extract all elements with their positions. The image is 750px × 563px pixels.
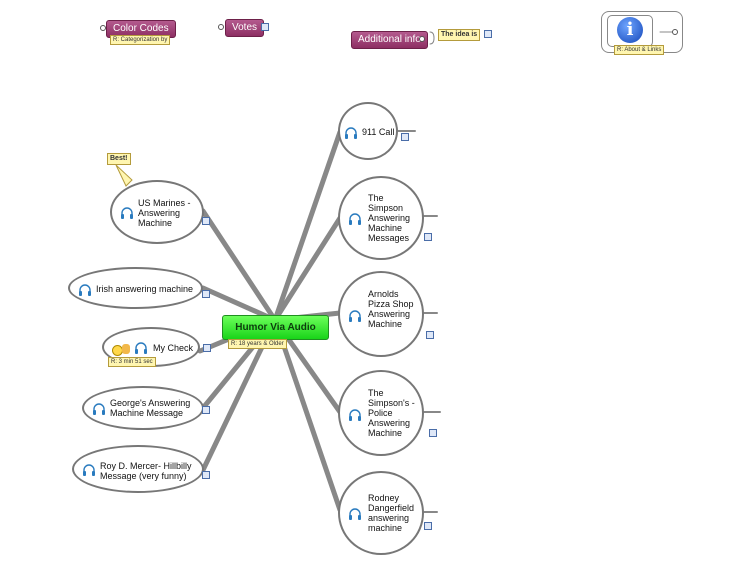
expand-icon[interactable]	[419, 36, 425, 42]
about-inner: i	[607, 15, 653, 47]
about-links-tag: R: About & Links	[614, 45, 665, 55]
right-node-rodney-dangerfield[interactable]: Rodney Dangerfield answering machine	[338, 471, 424, 555]
left-node-george[interactable]: George's Answering Machine Message	[82, 386, 204, 430]
document-link-icon[interactable]	[202, 290, 210, 298]
duration-tag: R: 3 min 51 sec	[108, 357, 156, 367]
node-label: George's Answering Machine Message	[110, 398, 191, 418]
link-right-5	[272, 317, 343, 513]
document-link-icon[interactable]	[202, 406, 210, 414]
headphones-icon	[345, 127, 357, 139]
right-node-simpson-messages[interactable]: The Simpson Answering Machine Messages	[338, 176, 424, 260]
votes-button[interactable]: Votes	[225, 19, 265, 37]
link-left-2	[200, 285, 278, 323]
idea-is-note: The idea is	[438, 29, 481, 41]
expand-icon[interactable]	[672, 29, 678, 35]
headphones-icon	[349, 409, 361, 421]
right-node-simpson-police[interactable]: The Simpson's - Police Answering Machine	[338, 370, 424, 456]
node-label: Rodney Dangerfield answering machine	[368, 493, 415, 533]
info-icon[interactable]: i	[617, 17, 643, 43]
document-link-icon[interactable]	[202, 471, 210, 479]
node-label: Irish answering machine	[96, 284, 194, 294]
link-left-1	[200, 208, 278, 323]
document-link-icon[interactable]	[202, 217, 210, 225]
node-label: US Marines - Answering Machine	[138, 198, 191, 228]
headphones-icon	[349, 310, 361, 322]
right-node-arnolds-pizza[interactable]: Arnolds Pizza Shop Answering Machine	[338, 271, 424, 357]
left-node-roy-mercer[interactable]: Roy D. Mercer- Hillbilly Message (very f…	[72, 445, 204, 493]
headphones-icon	[121, 207, 133, 219]
document-link-icon[interactable]	[401, 133, 409, 141]
thumbs-up-icon	[122, 344, 130, 354]
expand-icon[interactable]	[100, 25, 106, 31]
node-label: The Simpson Answering Machine Messages	[368, 193, 411, 243]
left-node-irish[interactable]: Irish answering machine	[68, 267, 203, 309]
document-link-icon[interactable]	[424, 233, 432, 241]
headphones-icon	[349, 213, 361, 225]
headphones-icon	[79, 284, 91, 296]
additional-info-button[interactable]: Additional info	[351, 31, 428, 49]
headphones-icon	[349, 508, 361, 520]
document-link-icon[interactable]	[429, 429, 437, 437]
document-link-icon[interactable]	[484, 30, 492, 38]
expand-icon[interactable]	[218, 24, 224, 30]
document-link-icon[interactable]	[203, 344, 211, 352]
node-label: My Check	[153, 343, 194, 353]
document-link-icon[interactable]	[426, 331, 434, 339]
categorization-tag: R: Categorization by	[110, 35, 171, 45]
node-label: 911 Call	[362, 127, 395, 137]
document-link-icon[interactable]	[261, 23, 269, 31]
age-tag: R: 18 years & Older	[228, 339, 287, 349]
link-right-1	[272, 129, 343, 323]
headphones-icon	[83, 464, 95, 476]
central-topic[interactable]: Humor Via Audio	[222, 315, 329, 340]
node-label: The Simpson's - Police Answering Machine	[368, 388, 415, 438]
right-node-911-call[interactable]: 911 Call	[338, 102, 398, 160]
document-link-icon[interactable]	[424, 522, 432, 530]
best-callout: Best!	[107, 153, 131, 165]
left-node-us-marines[interactable]: US Marines - Answering Machine	[110, 180, 204, 244]
headphones-icon	[93, 403, 105, 415]
link-right-2	[272, 215, 343, 323]
node-label: Roy D. Mercer- Hillbilly Message (very f…	[100, 461, 192, 481]
callout-pointer	[115, 164, 133, 187]
node-label: Arnolds Pizza Shop Answering Machine	[368, 289, 414, 329]
headphones-icon	[135, 342, 147, 354]
